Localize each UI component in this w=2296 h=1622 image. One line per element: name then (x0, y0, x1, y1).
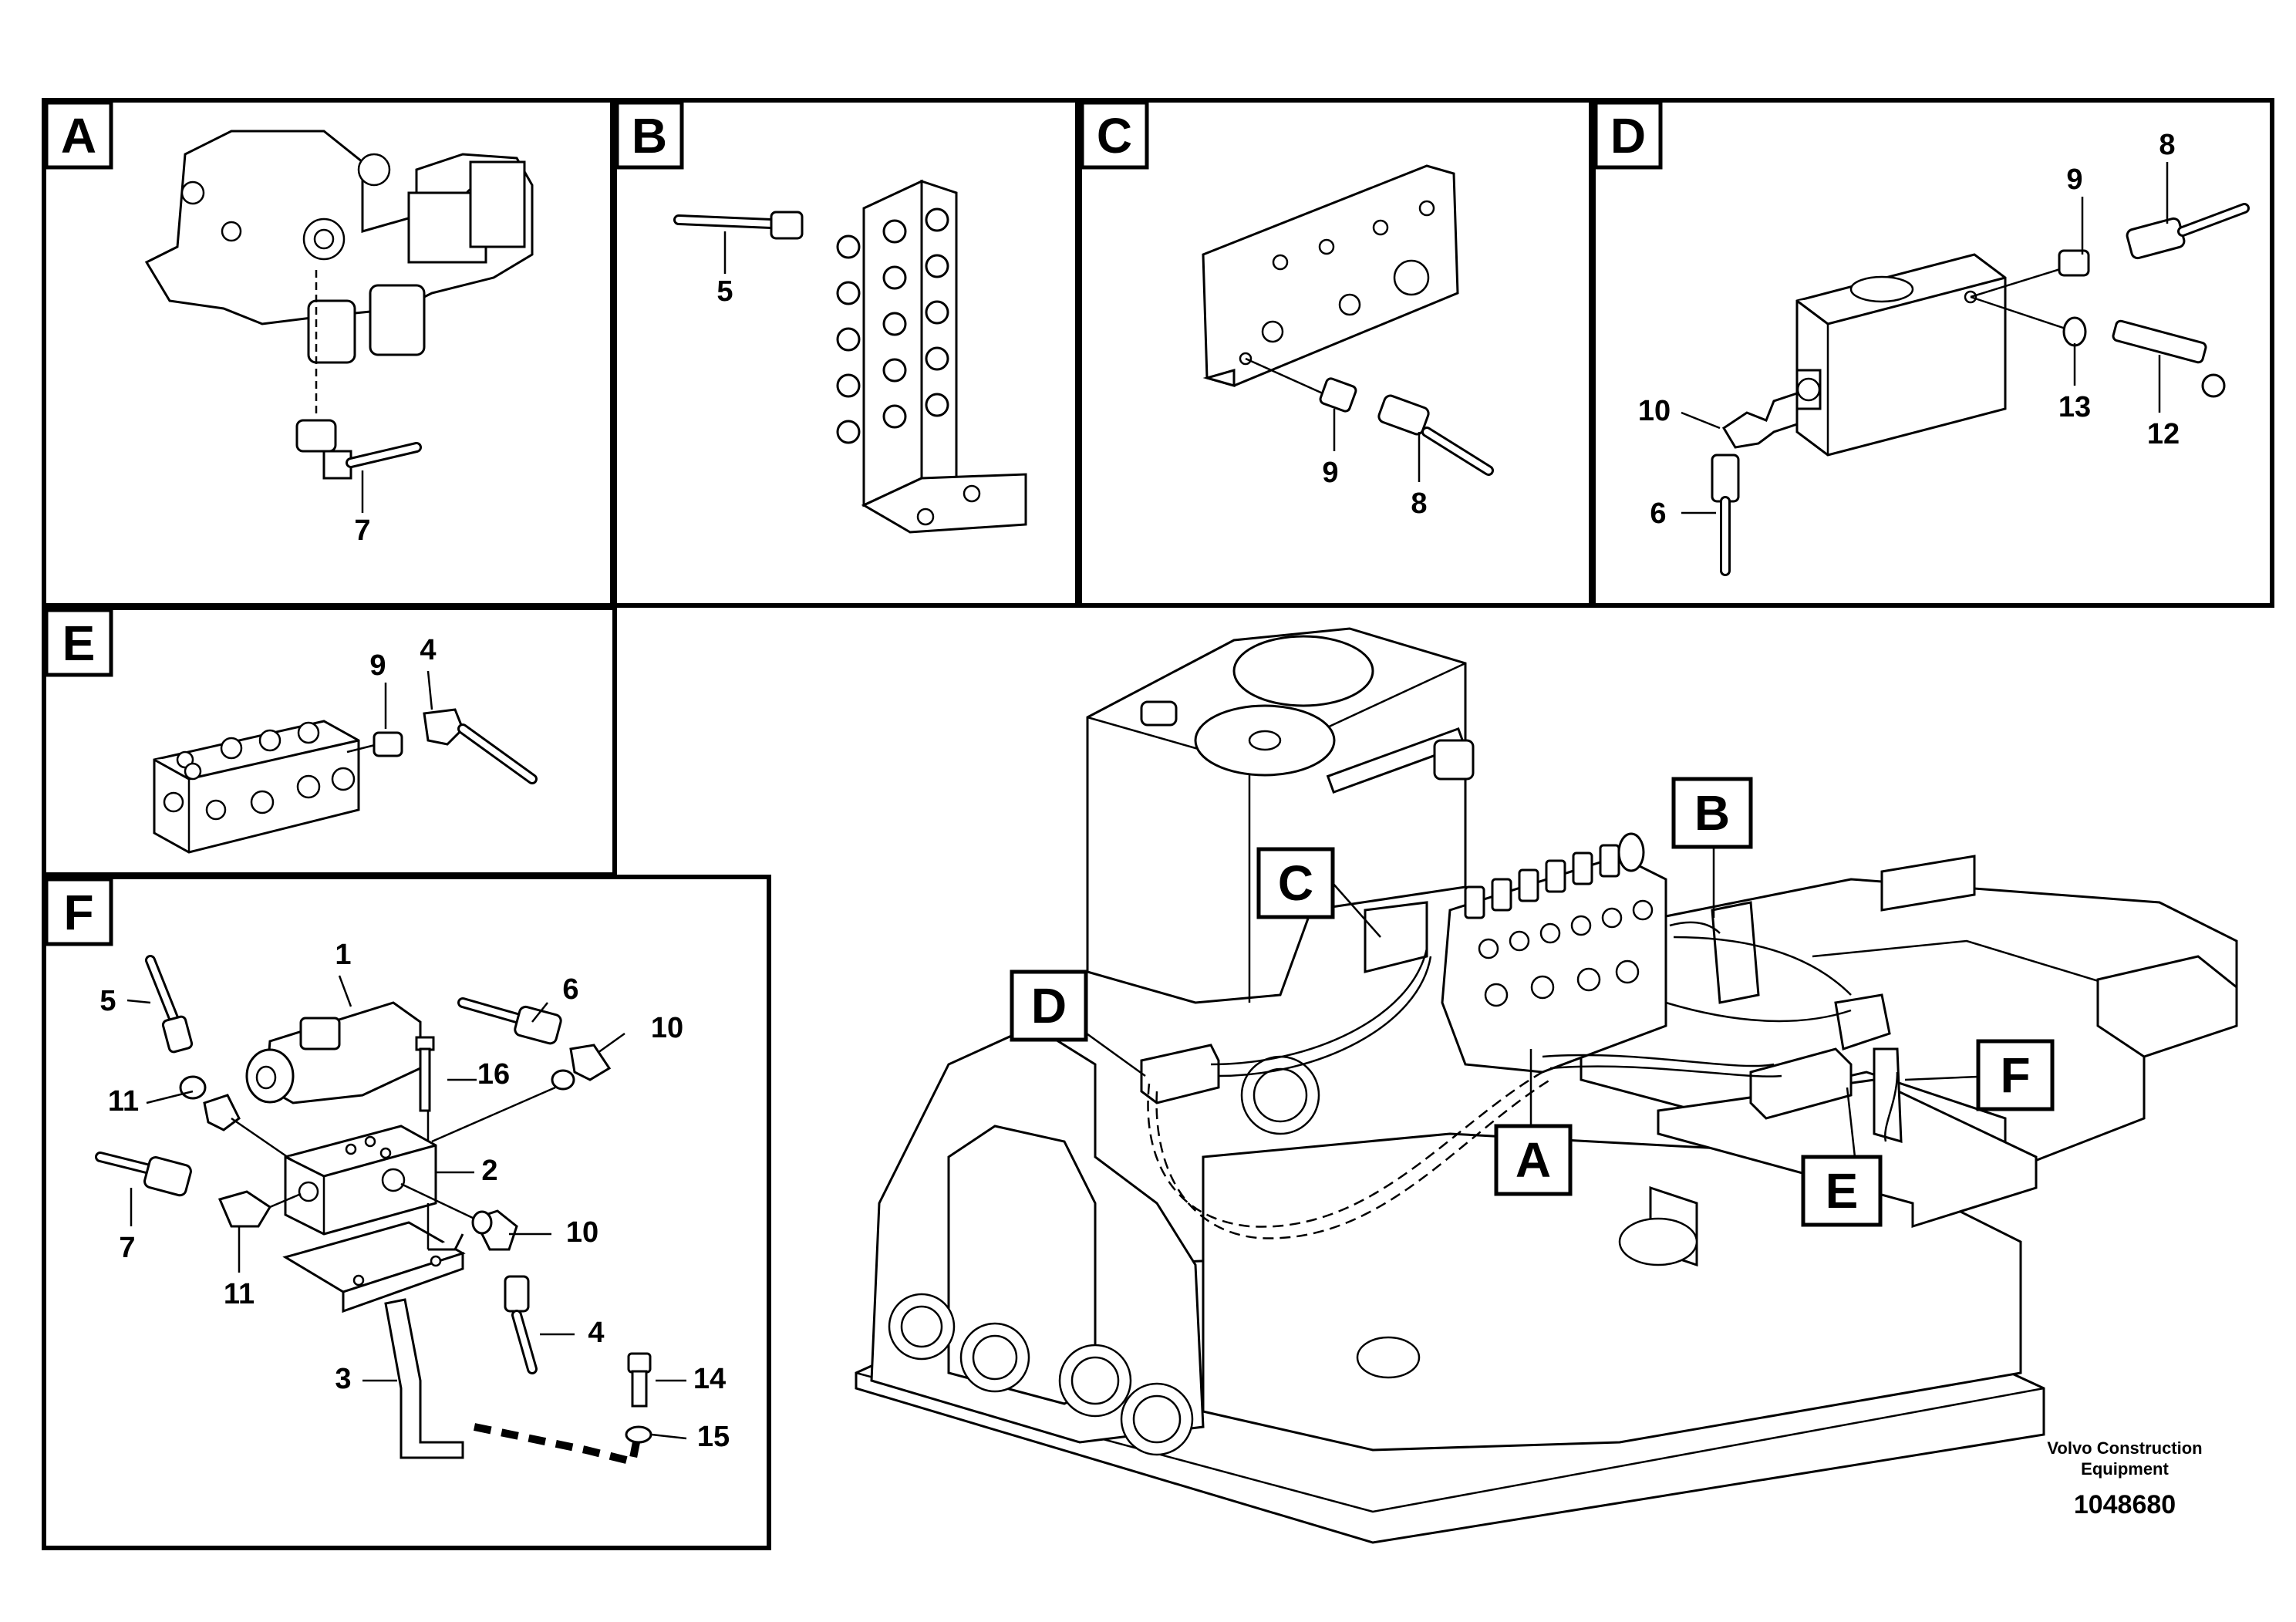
callout-c-label: C (1278, 855, 1313, 911)
callout-b-label: B (1694, 785, 1730, 841)
callout-a-label: A (1515, 1132, 1551, 1188)
manifold-block-e-drawing (153, 720, 360, 854)
panel-c-tag-label: C (1097, 108, 1132, 164)
panel-f: F (42, 875, 771, 1550)
fitting-9-hose-8-drawing (1245, 357, 1494, 482)
fittings-f-drawing (95, 955, 687, 1440)
panel-b-tag (615, 100, 684, 170)
panel-e-tag (44, 608, 113, 677)
part-number-8: 8 (1411, 487, 1427, 520)
fittings-e-drawing (346, 670, 538, 784)
part-number-6: 6 (1650, 497, 1666, 530)
part-number-10: 10 (566, 1216, 598, 1249)
part-number-13: 13 (2058, 391, 2091, 423)
control-valve-drawing (144, 130, 534, 416)
part-number-4: 4 (588, 1317, 604, 1349)
panel-a: A 7 (42, 98, 615, 608)
part-number-4: 4 (420, 634, 436, 666)
part-number-6: 6 (562, 973, 578, 1006)
panel-e-tag-label: E (62, 615, 96, 671)
manifold-plate-c-drawing (1202, 164, 1459, 387)
callout-f (1976, 1039, 2055, 1111)
part-number-11: 11 (224, 1278, 255, 1310)
panel-d-tag-label: D (1610, 108, 1646, 164)
part-number-9: 9 (369, 649, 386, 682)
part-number-7: 7 (354, 514, 370, 547)
panel-b-tag-label: B (632, 108, 667, 164)
part-number-12: 12 (2147, 418, 2180, 450)
part-number-15: 15 (697, 1421, 730, 1453)
solenoid-valve-f-drawing (245, 1001, 652, 1467)
callout-d-label: D (1031, 978, 1067, 1034)
part-number-7: 7 (119, 1232, 135, 1264)
part-number-1: 1 (335, 939, 351, 971)
fittings-d-drawing (1681, 162, 2250, 576)
part-number-14: 14 (693, 1363, 726, 1395)
panel-a-tag (44, 100, 113, 170)
panel-d-tag (1593, 100, 1663, 170)
panel-d: D (1591, 98, 2274, 608)
part-number-9: 9 (1322, 457, 1338, 489)
panel-a-tag-label: A (61, 108, 96, 164)
panel-f-tag-label: F (63, 885, 93, 940)
callout-e-label: E (1826, 1163, 1859, 1219)
part-number-11: 11 (108, 1085, 139, 1118)
hose-7-drawing (295, 419, 422, 513)
part-number-5: 5 (716, 275, 733, 308)
panel-e: E 9 4 (42, 605, 617, 877)
part-number-10: 10 (651, 1012, 683, 1044)
panel-f-tag (44, 877, 113, 946)
part-number-16: 16 (477, 1058, 510, 1091)
callout-e (1801, 1155, 1883, 1227)
part-number-5: 5 (99, 985, 116, 1017)
part-number-3: 3 (335, 1363, 351, 1395)
part-number-2: 2 (481, 1155, 497, 1187)
main-control-valve-drawing (1441, 832, 1667, 1074)
hose-5-drawing (673, 211, 804, 274)
main-assembly-view: C D B A E F (855, 627, 2238, 1544)
callout-b (1671, 777, 1753, 849)
panel-c-tag (1080, 100, 1149, 170)
footer: Volvo Construction Equipment 1048680 (2047, 1438, 2202, 1519)
company-name-line2: Equipment (2081, 1459, 2169, 1479)
document-number: 1048680 (2074, 1490, 2176, 1519)
check-valve-block-d-drawing (1795, 253, 2007, 457)
panel-c: C 9 8 (1077, 98, 1593, 608)
callout-f-label: F (2000, 1047, 2030, 1103)
callout-c (1256, 847, 1335, 919)
callout-a (1494, 1124, 1573, 1196)
part-number-8: 8 (2159, 129, 2175, 161)
company-name-line1: Volvo Construction (2047, 1438, 2202, 1458)
callout-d (1010, 969, 1088, 1042)
panel-b: B 5 (612, 98, 1080, 608)
manifold-block-b-drawing (836, 179, 1027, 534)
part-number-9: 9 (2066, 164, 2082, 196)
part-number-10: 10 (1638, 395, 1671, 427)
